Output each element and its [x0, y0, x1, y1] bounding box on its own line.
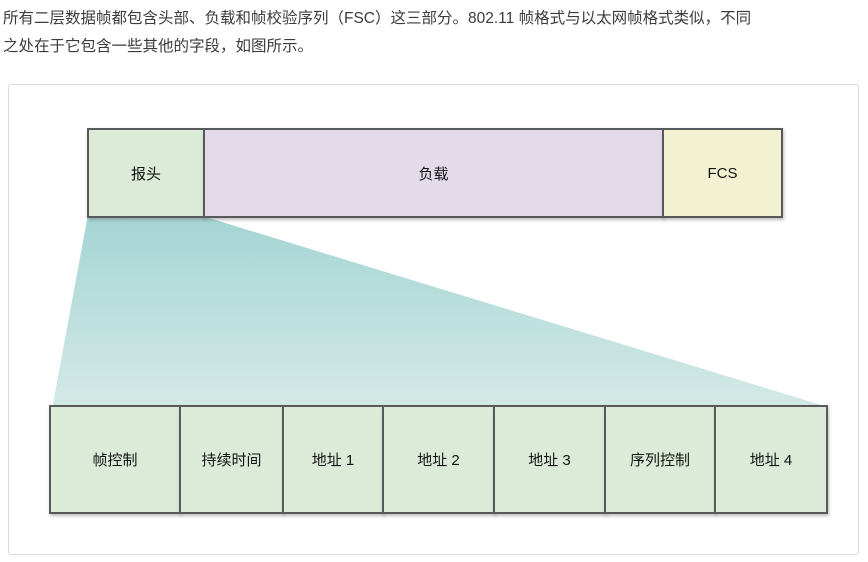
expansion-trapezoid	[52, 217, 824, 406]
intro-paragraph: 所有二层数据帧都包含头部、负载和帧校验序列（FSC）这三部分。802.11 帧格…	[3, 5, 865, 61]
header-field-frame-control: 帧控制	[49, 405, 181, 514]
frame-field-fcs: FCS	[662, 128, 783, 218]
header-field-address-1: 地址 1	[282, 405, 384, 514]
header-field-duration: 持续时间	[179, 405, 284, 514]
header-expanded-row: 帧控制 持续时间 地址 1 地址 2 地址 3 序列控制 地址 4	[49, 405, 828, 514]
header-field-address-3: 地址 3	[493, 405, 606, 514]
header-field-address-2: 地址 2	[382, 405, 495, 514]
header-field-sequence-control: 序列控制	[604, 405, 716, 514]
intro-line-1: 所有二层数据帧都包含头部、负载和帧校验序列（FSC）这三部分。802.11 帧格…	[3, 10, 752, 27]
header-field-address-4: 地址 4	[714, 405, 828, 514]
frame-top-row: 报头 负载 FCS	[87, 128, 783, 218]
intro-line-2: 之处在于它包含一些其他的字段，如图所示。	[3, 38, 314, 55]
frame-field-header: 报头	[87, 128, 205, 218]
frame-field-payload: 负载	[203, 128, 664, 218]
frame-diagram-panel: 报头 负载 FCS 帧控制 持续时间 地址 1 地址 2 地址 3 序列控制 地…	[8, 84, 859, 555]
